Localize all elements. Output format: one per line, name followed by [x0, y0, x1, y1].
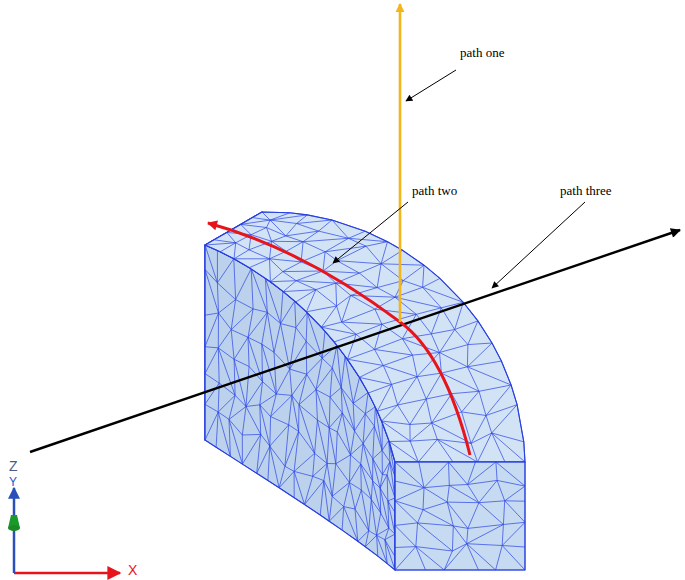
axis-label: Z	[9, 459, 18, 474]
leader-line	[492, 202, 585, 288]
path-one-line	[399, 4, 402, 322]
path-label: path three	[560, 184, 612, 198]
y-axis	[8, 525, 20, 531]
axis-label: X	[128, 563, 137, 578]
leader-line	[406, 70, 456, 101]
path-three-line	[30, 230, 680, 452]
path-label: path one	[460, 46, 504, 60]
paths	[30, 4, 680, 455]
path-label: path two	[412, 184, 457, 198]
leader-line	[333, 202, 408, 263]
axis-triad	[8, 488, 120, 573]
mesh-lines	[395, 462, 525, 570]
x-axis	[14, 572, 120, 575]
axis-label: Y	[9, 476, 17, 489]
right-end-face	[395, 462, 525, 570]
meshed-block	[205, 212, 525, 570]
